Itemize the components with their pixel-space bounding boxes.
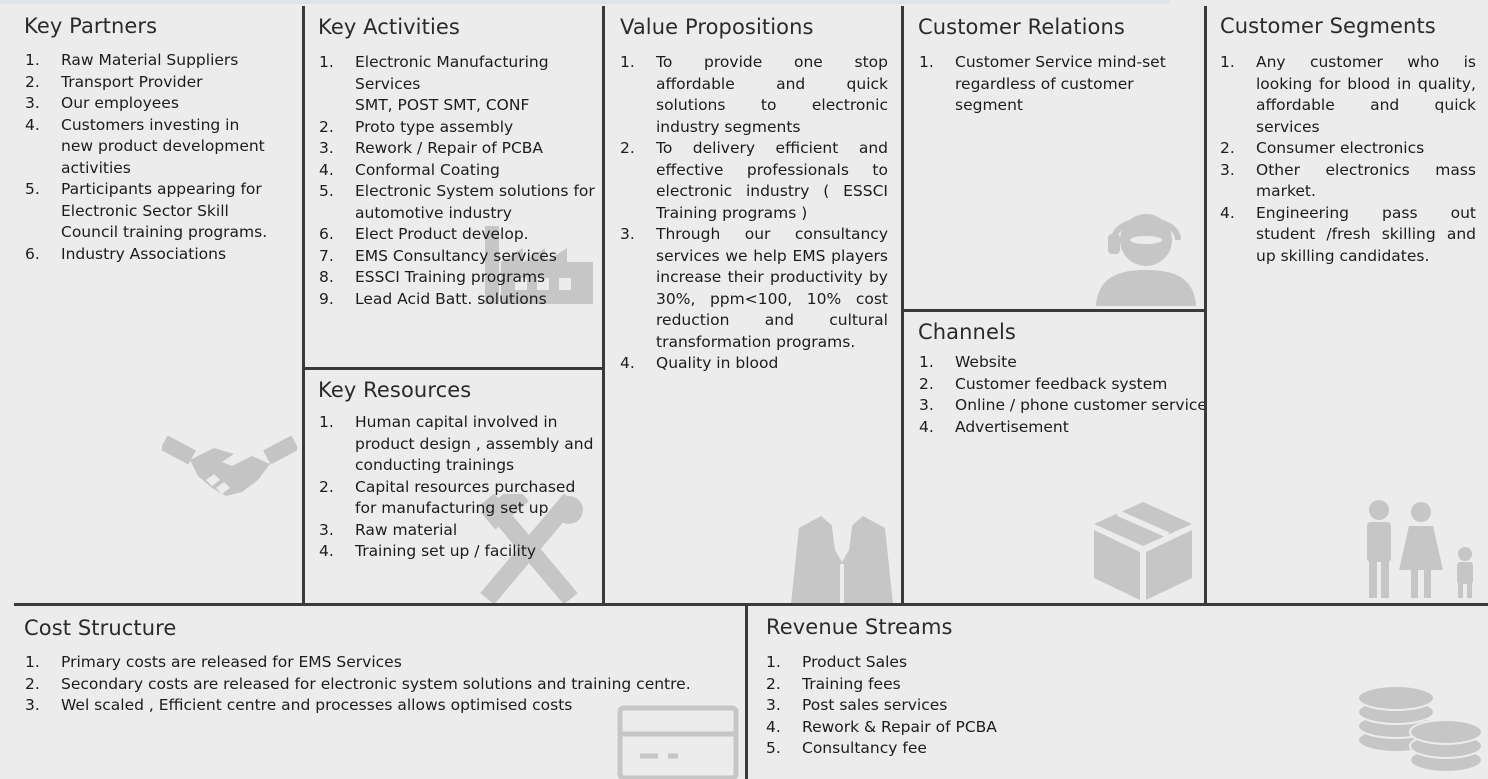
revenue-streams-title: Revenue Streams [766, 615, 953, 639]
family-icon [1351, 498, 1481, 598]
list-item: 1.Product Sales [766, 653, 908, 671]
key-partners-list: 1.Raw Material Suppliers 2.Transport Pro… [25, 50, 287, 265]
customer-segments-title: Customer Segments [1220, 14, 1436, 38]
key-activities-block: Key Activities 1.Electronic Manufacturin… [305, 6, 603, 368]
list-item: 2.Consumer electronics [1220, 139, 1425, 157]
handshake-icon [162, 436, 297, 501]
list-item: 7.EMS Consultancy services [319, 246, 557, 265]
list-item: 2.To delivery efficient and effective pr… [620, 139, 888, 222]
divider [1204, 6, 1207, 606]
list-item: 5.Consultancy fee [766, 739, 927, 757]
customer-relations-title: Customer Relations [918, 15, 1125, 39]
divider [305, 367, 603, 370]
customer-segments-list: 1.Any customer who is looking for blood … [1220, 52, 1476, 267]
list-item: 5.Participants appearing for Electronic … [25, 180, 268, 241]
list-item: 3.Through our consultancy services we he… [620, 225, 888, 351]
list-item: 1.Raw Material Suppliers [25, 51, 239, 69]
list-item: 1.Any customer who is looking for blood … [1220, 53, 1476, 136]
divider [302, 6, 305, 606]
list-item: 1.Primary costs are released for EMS Ser… [25, 653, 402, 671]
list-item: 2.Proto type assembly [319, 117, 514, 136]
customer-relations-block: Customer Relations 1.Customer Service mi… [904, 6, 1204, 310]
list-item: 3.Rework / Repair of PCBA [319, 139, 544, 157]
headset-agent-icon [1094, 206, 1198, 306]
list-item: 2.Training fees [766, 674, 901, 693]
list-item: 5.Electronic System solutions for automo… [319, 182, 595, 222]
list-item: 2.Customer feedback system [919, 374, 1168, 393]
list-item: 4.Advertisement [919, 417, 1069, 436]
revenue-streams-list: 1.Product Sales 2.Training fees 3.Post s… [766, 652, 1266, 760]
channels-block: Channels 1.Website 2.Customer feedback s… [904, 312, 1204, 604]
value-propositions-block: Value Propositions 1.To provide one stop… [605, 6, 901, 604]
box-icon [1090, 498, 1196, 602]
list-item: 1.To provide one stop affordable and qui… [620, 53, 888, 136]
cost-structure-block: Cost Structure 1.Primary costs are relea… [14, 606, 746, 779]
suit-icon [787, 514, 897, 604]
top-edge-strip [0, 0, 1170, 4]
factory-icon [483, 218, 595, 304]
list-item: 6.Elect Product develop. [319, 225, 529, 243]
value-propositions-list: 1.To provide one stop affordable and qui… [620, 52, 888, 375]
list-item: 3.Raw material [319, 520, 458, 539]
list-item: 4.Customers investing in new product dev… [25, 115, 265, 177]
list-item: 2.Secondary costs are released for elect… [25, 674, 691, 693]
cost-structure-title: Cost Structure [24, 616, 177, 640]
divider [14, 603, 1488, 606]
tools-icon [465, 494, 595, 604]
customer-relations-list: 1.Customer Service mind-set regardless o… [919, 52, 1179, 117]
divider [904, 309, 1206, 312]
key-partners-block: Key Partners 1.Raw Material Suppliers 2.… [14, 6, 304, 604]
list-item: 4.Conformal Coating [319, 160, 500, 179]
key-resources-list: 1.Human capital involved in product desi… [319, 412, 593, 563]
list-item: 3.Other electronics mass market. [1220, 160, 1476, 201]
divider [901, 6, 904, 606]
price-tag-icon [616, 704, 740, 779]
list-item: 4.Quality in blood [620, 354, 779, 372]
list-item: 3.Our employees [25, 94, 179, 112]
divider [745, 604, 748, 779]
revenue-streams-block: Revenue Streams 1.Product Sales 2.Traini… [748, 606, 1488, 779]
list-item: 3.Post sales services [766, 696, 948, 714]
cost-structure-list: 1.Primary costs are released for EMS Ser… [25, 652, 725, 717]
list-item: 3.Wel scaled , Efficient centre and proc… [25, 696, 573, 714]
customer-segments-block: Customer Segments 1.Any customer who is … [1207, 6, 1488, 604]
list-item: 1.Customer Service mind-set regardless o… [919, 53, 1166, 114]
list-item: 4.Training set up / facility [319, 542, 537, 560]
key-activities-title: Key Activities [318, 15, 460, 39]
list-item: 6.Industry Associations [25, 244, 227, 263]
list-item: 1.Human capital involved in product desi… [319, 413, 594, 474]
coins-icon [1354, 680, 1484, 776]
key-resources-title: Key Resources [318, 378, 472, 402]
value-propositions-title: Value Propositions [620, 15, 814, 39]
list-item: 8.ESSCI Training programs [319, 268, 546, 286]
list-item: 1.Website [919, 353, 1017, 371]
channels-list: 1.Website 2.Customer feedback system 3.O… [919, 352, 1204, 438]
list-item: 4.Rework & Repair of PCBA [766, 717, 997, 736]
list-item: 2.Capital resources purchased for manufa… [319, 477, 576, 518]
list-item: 4.Engineering pass out student /fresh sk… [1220, 203, 1476, 265]
divider [602, 6, 605, 606]
channels-title: Channels [918, 320, 1016, 344]
list-item: 2.Transport Provider [25, 72, 203, 91]
key-partners-title: Key Partners [24, 14, 158, 38]
list-item: 3.Online / phone customer service [919, 396, 1204, 414]
key-resources-block: Key Resources 1.Human capital involved i… [305, 370, 603, 604]
list-item: 9.Lead Acid Batt. solutions [319, 289, 547, 308]
